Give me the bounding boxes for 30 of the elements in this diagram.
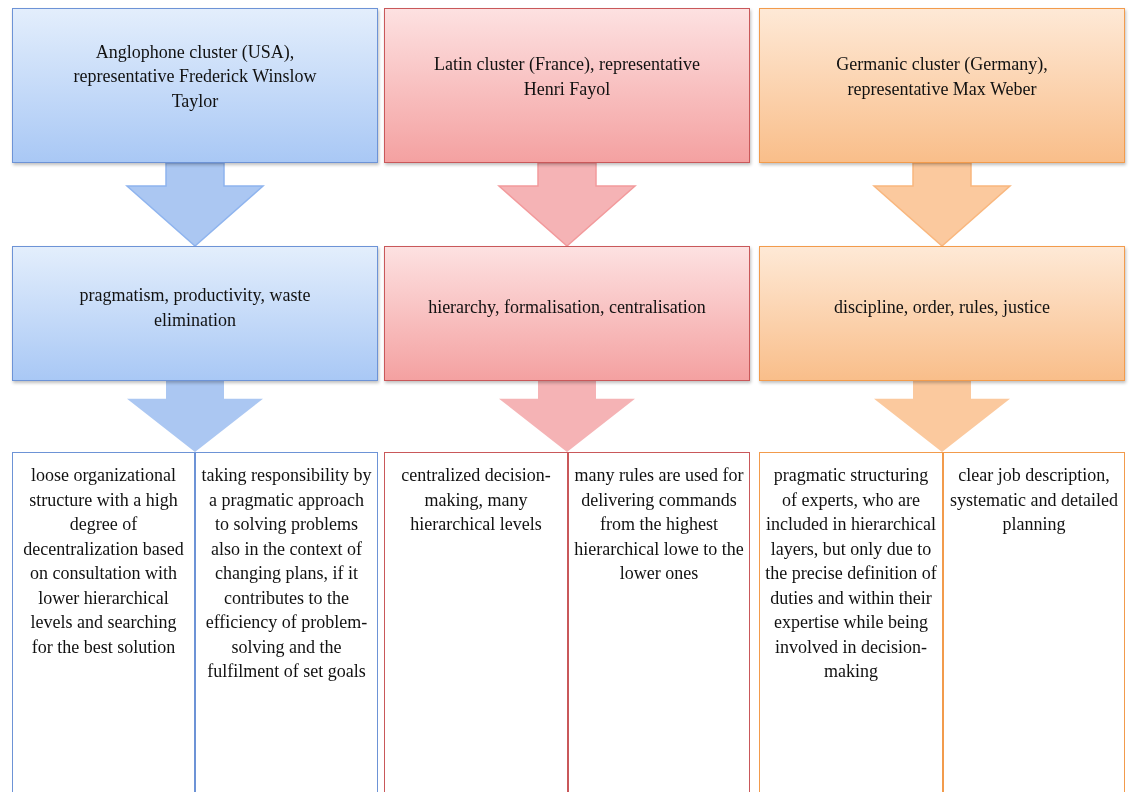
block-arrow bbox=[497, 162, 637, 247]
text-box bbox=[568, 452, 750, 792]
block-arrow bbox=[125, 162, 265, 247]
box-text: loose organizational structure with a high degree of decentralization based on consultation with lower hierarchical levels and searching for the best solution bbox=[22, 464, 185, 659]
header-box bbox=[384, 8, 750, 163]
box-text: Latin cluster (France), representative Henri Fayol bbox=[433, 53, 701, 101]
box-text: discipline, order, rules, justice bbox=[833, 296, 1051, 320]
block-arrow bbox=[499, 381, 635, 452]
block-arrow bbox=[872, 162, 1012, 247]
box-text: clear job description, systematic and detailed planning bbox=[949, 464, 1119, 536]
box-text: Germanic cluster (Germany), representative Max Weber bbox=[835, 53, 1049, 101]
header-box bbox=[12, 246, 378, 381]
header-box bbox=[12, 8, 378, 163]
box-text: centralized decision-making, many hierarchical levels bbox=[400, 464, 552, 536]
text-box bbox=[943, 452, 1125, 792]
box-text: pragmatic structuring of experts, who are included in hierarchical layers, but only due to the precise definition of duties and within their expertise while being involved in decision-making bbox=[765, 464, 937, 683]
header-box bbox=[384, 246, 750, 381]
text-box bbox=[384, 452, 568, 792]
header-box bbox=[759, 8, 1125, 163]
box-text: hierarchy, formalisation, centralisation bbox=[428, 296, 706, 320]
box-text: many rules are used for delivering commands from the highest hierarchical lowe to the lower ones bbox=[574, 464, 744, 585]
block-arrow bbox=[874, 381, 1010, 452]
box-text: taking responsibility by a pragmatic approach to solving problems also in the context of changing plans, if it contributes to the efficiency of problem-solving and the fulfilment of set goals bbox=[201, 464, 372, 683]
text-box bbox=[759, 452, 943, 792]
text-box bbox=[12, 452, 195, 792]
box-text: pragmatism, productivity, waste elimination bbox=[78, 284, 312, 332]
box-text: Anglophone cluster (USA), representative Frederick Winslow Taylor bbox=[72, 40, 318, 113]
block-arrow bbox=[127, 381, 263, 452]
header-box bbox=[759, 246, 1125, 381]
text-box bbox=[195, 452, 378, 792]
